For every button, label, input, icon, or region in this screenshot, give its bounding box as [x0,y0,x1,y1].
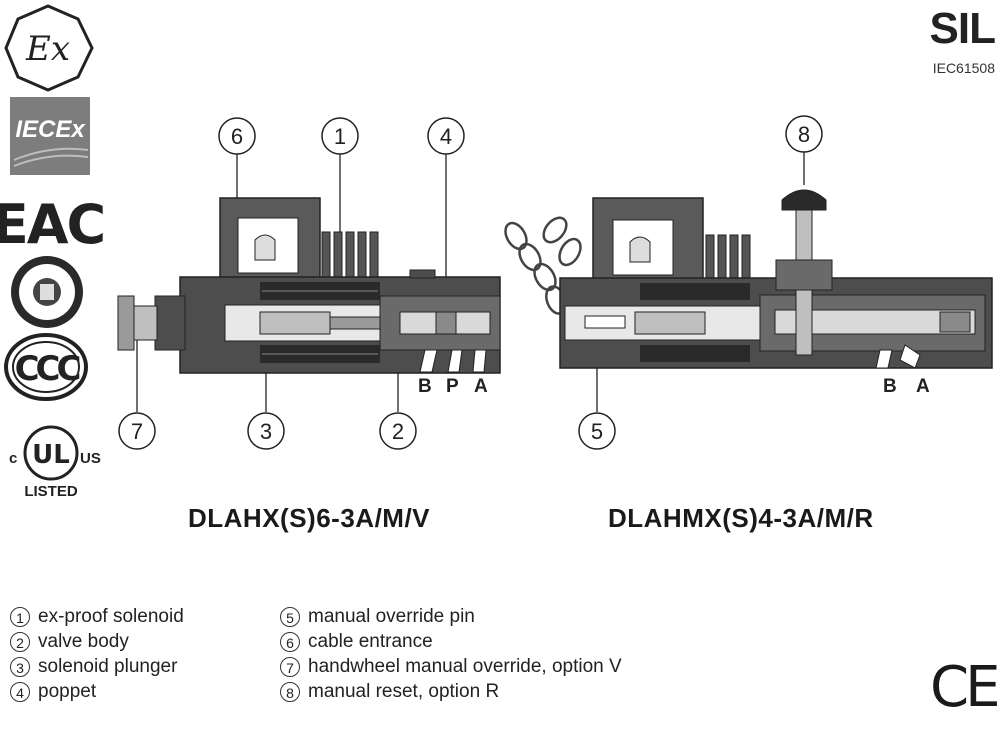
callout-2: 2 [379,412,417,450]
svg-text:1: 1 [334,124,346,149]
model-name-left: DLAHX(S)6-3A/M/V [188,503,431,533]
legend-number: 5 [280,606,300,627]
svg-text:2: 2 [392,419,404,444]
legend-number: 1 [10,606,30,627]
left-port-labels: B P A [418,376,488,397]
callout-7: 7 [118,412,156,450]
ul-c-text: c [9,450,17,467]
legend-number: 3 [10,656,30,677]
eac-logo: EAC [0,193,106,256]
iecex-logo: IECEx [10,97,90,175]
legend-column-2: 5 manual override pin 6 cable entrance 7 ha… [280,604,622,704]
legend-item: 8 manual reset, option R [280,679,622,704]
right-port-labels: B A [883,376,930,397]
legend-column-1: 1 ex-proof solenoid 2 valve body 3 solenoid… [10,604,184,704]
legend-item: 3 solenoid plunger [10,654,184,679]
eac-text: EAC [0,193,104,256]
legend-number: 6 [280,631,300,652]
port-b-left: B [418,376,432,397]
port-b-right: B [883,376,897,397]
legend-item: 1 ex-proof solenoid [10,604,184,629]
legend-number: 2 [10,631,30,652]
legend-text: valve body [38,631,129,652]
legend-item: 4 poppet [10,679,184,704]
callout-4: 4 [427,117,465,155]
port-p-left: P [446,376,459,397]
legend-text: manual reset, option R [308,681,500,702]
ex-text: Ex [25,29,70,69]
svg-text:5: 5 [591,419,603,444]
port-a-left: A [474,376,488,397]
callout-1: 1 [321,117,359,155]
port-a-right: A [916,376,930,397]
iecex-text: IECEx [15,116,86,143]
legend-number: 8 [280,681,300,702]
sil-title: SIL [929,4,996,53]
legend-text: cable entrance [308,631,433,652]
legend-text: poppet [38,681,97,702]
safety-seal-logo [11,256,83,328]
svg-text:4: 4 [440,124,452,149]
legend-item: 5 manual override pin [280,604,622,629]
legend-text: manual override pin [308,606,475,627]
left-valve-drawing [117,154,501,412]
left-callouts: 6 1 4 7 3 2 [118,117,465,450]
legend-item: 6 cable entrance [280,629,622,654]
svg-text:8: 8 [798,122,810,147]
legend-number: 7 [280,656,300,677]
svg-text:UL: UL [32,440,70,470]
ul-listed-logo: UL c US LISTED [9,425,101,500]
ce-mark: CE [930,655,1001,720]
ul-us-text: US [80,450,101,467]
callout-6: 6 [218,117,256,155]
legend-text: handwheel manual override, option V [308,656,622,677]
legend-text: ex-proof solenoid [38,606,184,627]
ccc-logo: CCC [4,333,88,401]
svg-text:7: 7 [131,419,143,444]
legend-item: 2 valve body [10,629,184,654]
legend-item: 7 handwheel manual override, option V [280,654,622,679]
sil-standard: IEC61508 [932,60,995,76]
callout-3: 3 [247,412,285,450]
model-name-right: DLAHMX(S)4-3A/M/R [608,503,874,533]
right-valve-drawing [504,152,993,412]
right-callouts: 8 5 [578,115,823,450]
ul-listed-text: LISTED [24,483,78,500]
ccc-text: CCC [15,349,80,389]
legend-text: solenoid plunger [38,656,178,677]
svg-text:3: 3 [260,419,272,444]
legend-number: 4 [10,681,30,702]
callout-8: 8 [785,115,823,153]
svg-text:6: 6 [231,124,243,149]
callout-5: 5 [578,412,616,450]
atex-ex-logo: Ex [4,4,94,92]
